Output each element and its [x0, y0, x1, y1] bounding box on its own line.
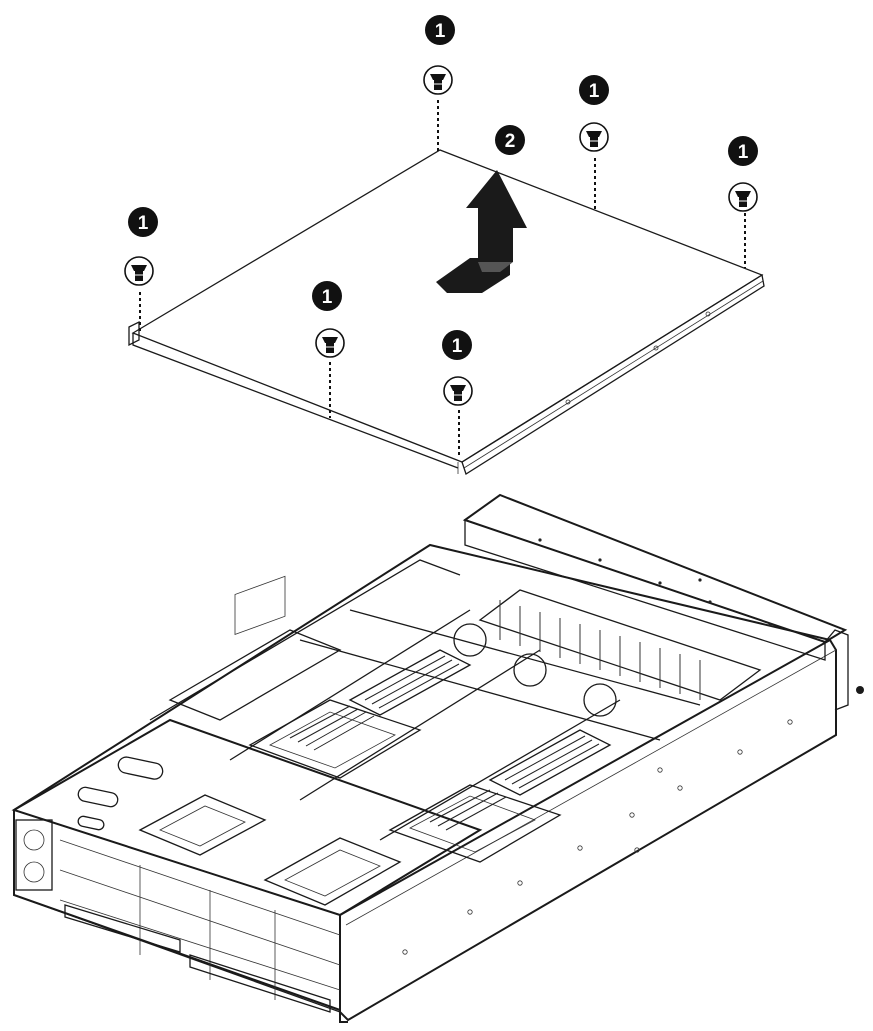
step-1-badge-front: 1 [442, 330, 472, 360]
drive-cage [168, 575, 342, 721]
step-1-badge-mid: 1 [312, 281, 342, 311]
step-1-number: 1 [322, 287, 333, 308]
screw-1e [315, 328, 345, 358]
step-1-badge-right2: 1 [728, 136, 758, 166]
slide-then-lift-arrow-icon [436, 170, 527, 293]
step-1-number: 1 [138, 213, 149, 234]
step-1-number: 1 [738, 142, 749, 163]
top-cover [128, 149, 765, 475]
memory-fan-block [453, 589, 762, 717]
rear-panel-dots [538, 538, 772, 627]
server-chassis [11, 493, 864, 1023]
step-1-badge-right1: 1 [579, 75, 609, 105]
step-1-number: 1 [452, 336, 463, 357]
cpu-heatsink-1 [248, 649, 472, 779]
step-1-number: 1 [435, 21, 446, 42]
step-1-number: 1 [589, 81, 600, 102]
screw-guide-lines [139, 100, 746, 458]
screw-1a [423, 65, 453, 95]
step-2-badge: 2 [495, 125, 525, 155]
screw-1f [443, 376, 473, 406]
cpu-heatsink-2 [388, 729, 612, 863]
screw-1c [728, 182, 758, 212]
step-1-badge-left: 1 [128, 207, 158, 237]
step-2-number: 2 [505, 131, 516, 152]
screw-1b [579, 122, 609, 152]
step-1-badge-top: 1 [425, 15, 455, 45]
screw-1d [124, 256, 154, 286]
front-drive-bays [13, 809, 341, 1013]
side-wall-holes [402, 719, 793, 955]
